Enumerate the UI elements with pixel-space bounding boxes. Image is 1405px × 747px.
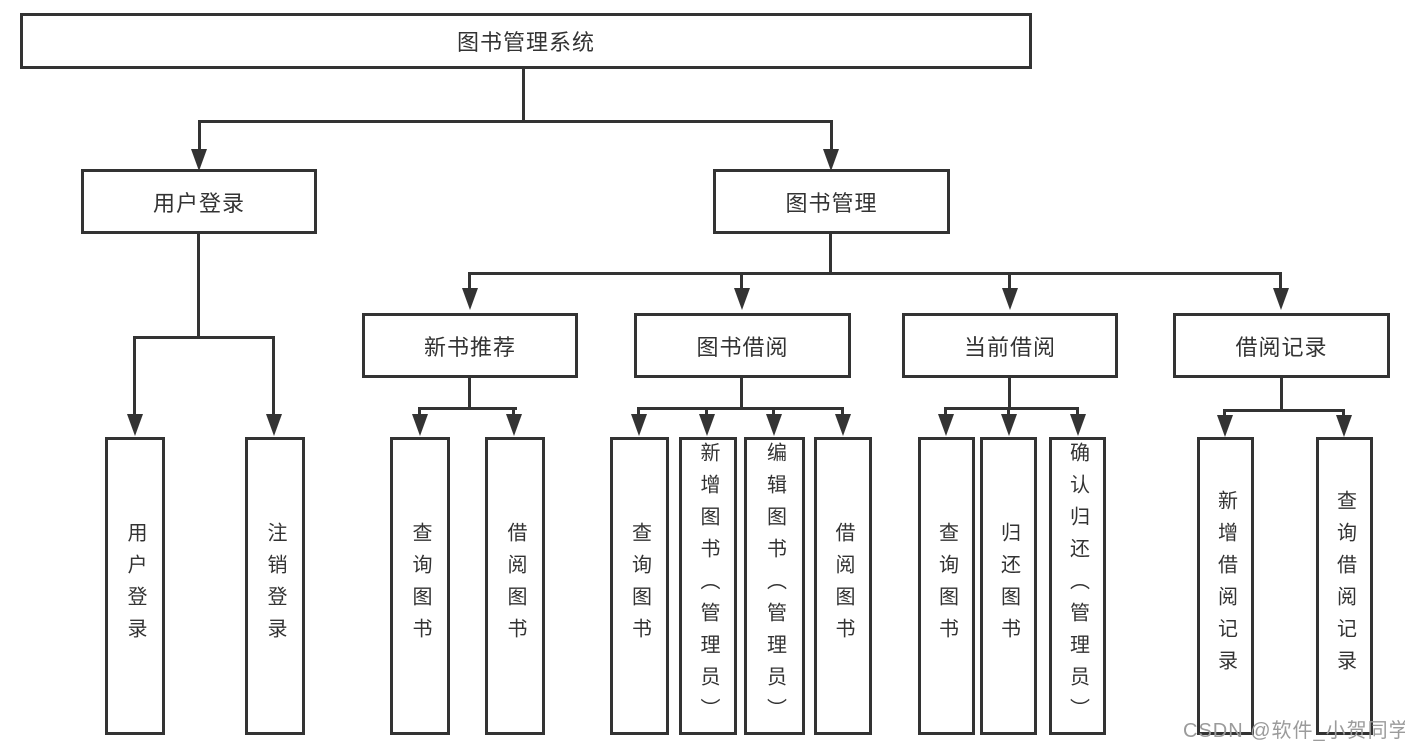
connector-line <box>468 272 471 290</box>
arrow-down-icon <box>127 414 143 436</box>
connector-line <box>637 407 844 410</box>
arrow-down-icon <box>1217 415 1233 437</box>
connector-line <box>829 234 832 274</box>
leaf-label: 查询图书 <box>628 522 651 650</box>
connector-line <box>198 120 201 152</box>
arrow-down-icon <box>1001 414 1017 436</box>
node-borrowing-records: 借阅记录 <box>1173 313 1390 378</box>
leaf-recommend-query-book: 查询图书 <box>390 437 450 735</box>
node-book-management: 图书管理 <box>713 169 950 234</box>
arrow-down-icon <box>823 149 839 171</box>
leaf-label: 查询图书 <box>409 522 431 650</box>
node-label: 借阅记录 <box>1235 334 1328 360</box>
node-user-login: 用户登录 <box>81 169 317 234</box>
connector-line <box>468 272 1282 275</box>
node-label: 图书管理 <box>785 190 878 216</box>
leaf-current-return-book: 归还图书 <box>980 437 1037 735</box>
leaf-label: 借阅图书 <box>832 522 854 650</box>
connector-line <box>1008 378 1011 409</box>
connector-line <box>133 336 136 416</box>
leaf-borrowing-add-book-admin: 新增图书（管理员） <box>679 437 737 735</box>
arrow-down-icon <box>266 414 282 436</box>
leaf-label: 确认归还（管理员） <box>1066 442 1089 730</box>
leaf-label: 注销登录 <box>264 522 286 650</box>
leaf-borrowing-query-book: 查询图书 <box>610 437 669 735</box>
arrow-down-icon <box>734 288 750 310</box>
leaf-borrowing-edit-book-admin: 编辑图书（管理员） <box>744 437 805 735</box>
node-label: 新书推荐 <box>423 334 516 360</box>
leaf-records-query-record: 查询借阅记录 <box>1316 437 1373 735</box>
connector-line <box>637 407 640 416</box>
arrow-down-icon <box>1002 288 1018 310</box>
connector-line <box>772 407 775 416</box>
leaf-label: 新增图书（管理员） <box>697 442 719 730</box>
csdn-watermark: CSDN @软件_小贺同学 <box>1183 720 1405 742</box>
connector-line <box>418 407 421 416</box>
connector-line <box>272 336 275 416</box>
leaf-logout: 注销登录 <box>245 437 305 735</box>
connector-line <box>1076 407 1079 416</box>
arrow-down-icon <box>412 414 428 436</box>
connector-line <box>944 407 947 416</box>
leaf-label: 查询图书 <box>935 522 958 650</box>
connector-line <box>468 378 471 410</box>
node-library-management-system: 图书管理系统 <box>20 13 1032 69</box>
node-new-book-recommendation: 新书推荐 <box>362 313 578 378</box>
arrow-down-icon <box>1336 415 1352 437</box>
leaf-label: 编辑图书（管理员） <box>763 442 786 730</box>
node-label: 图书管理系统 <box>456 30 595 55</box>
arrow-down-icon <box>191 149 207 171</box>
node-book-borrowing: 图书借阅 <box>634 313 851 378</box>
leaf-records-add-record: 新增借阅记录 <box>1197 437 1254 735</box>
connector-line <box>830 120 833 152</box>
leaf-label: 借阅图书 <box>504 522 526 650</box>
connector-line <box>1223 409 1345 412</box>
connector-line <box>1342 409 1345 418</box>
connector-line <box>198 120 833 123</box>
leaf-label: 归还图书 <box>997 522 1020 650</box>
connector-line <box>1223 409 1226 418</box>
connector-line <box>1280 378 1283 412</box>
connector-line <box>1007 407 1010 416</box>
connector-line <box>841 407 844 416</box>
connector-line <box>740 272 743 290</box>
arrow-down-icon <box>1273 288 1289 310</box>
connector-line <box>512 407 515 416</box>
leaf-borrowing-borrow-book: 借阅图书 <box>814 437 872 735</box>
connector-line <box>133 336 275 339</box>
leaf-current-query-book: 查询图书 <box>918 437 975 735</box>
leaf-user-login: 用户登录 <box>105 437 165 735</box>
node-label: 用户登录 <box>152 190 245 216</box>
connector-line <box>522 69 525 120</box>
leaf-label: 新增借阅记录 <box>1214 490 1237 682</box>
connector-line <box>197 234 200 336</box>
leaf-label: 查询借阅记录 <box>1333 490 1356 682</box>
connector-line <box>944 407 1079 410</box>
connector-line <box>740 378 743 409</box>
leaf-current-confirm-return-admin: 确认归还（管理员） <box>1049 437 1106 735</box>
arrow-down-icon <box>462 288 478 310</box>
arrow-down-icon <box>699 414 715 436</box>
arrow-down-icon <box>766 414 782 436</box>
node-current-borrowing: 当前借阅 <box>902 313 1118 378</box>
arrow-down-icon <box>506 414 522 436</box>
arrow-down-icon <box>938 414 954 436</box>
leaf-recommend-borrow-book: 借阅图书 <box>485 437 545 735</box>
node-label: 图书借阅 <box>696 334 789 360</box>
connector-line <box>1008 272 1011 290</box>
connector-line <box>1279 272 1282 290</box>
connector-line <box>418 407 517 410</box>
connector-line <box>705 407 708 416</box>
arrow-down-icon <box>1070 414 1086 436</box>
leaf-label: 用户登录 <box>124 522 146 650</box>
arrow-down-icon <box>835 414 851 436</box>
arrow-down-icon <box>631 414 647 436</box>
node-label: 当前借阅 <box>963 334 1056 360</box>
